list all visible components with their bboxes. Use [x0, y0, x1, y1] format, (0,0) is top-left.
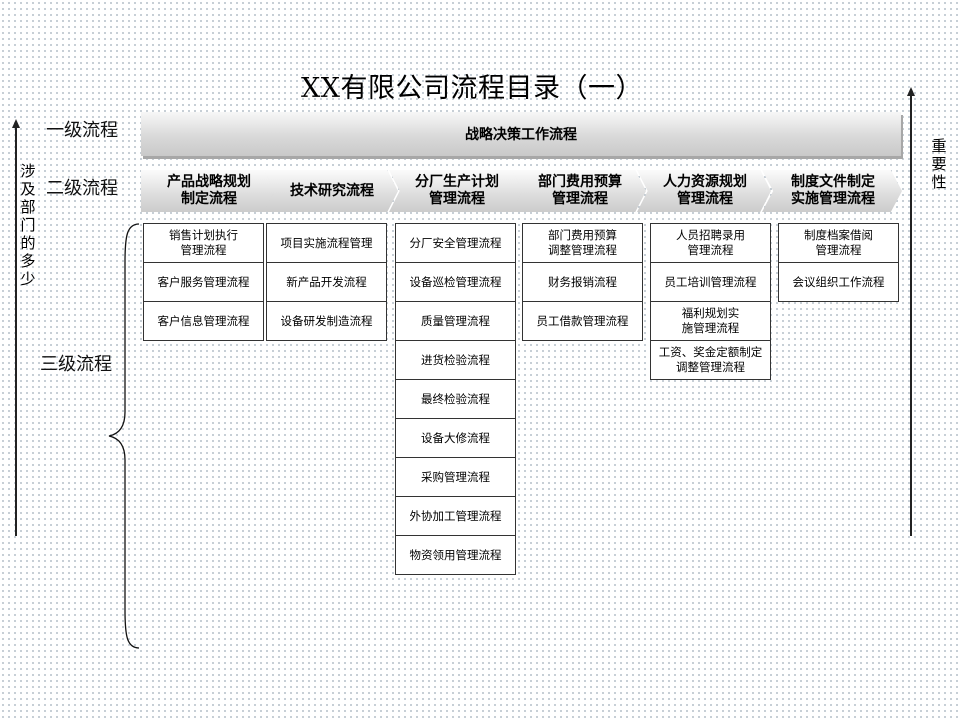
level2-process: 产品战略规划 制定流程	[141, 170, 275, 212]
level2-label: 二级流程	[46, 178, 118, 199]
level3-process-box: 分厂安全管理流程	[395, 223, 516, 263]
level2-process-label: 分厂生产计划 管理流程	[415, 174, 499, 207]
level3-process-box: 项目实施流程管理	[266, 223, 387, 263]
level2-process: 部门费用预算 管理流程	[512, 170, 646, 212]
level3-column-5: 人员招聘录用 管理流程员工培训管理流程福利规划实 施管理流程工资、奖金定额制定 …	[650, 223, 771, 380]
level3-process-box: 客户服务管理流程	[143, 262, 264, 302]
level3-process-box: 采购管理流程	[395, 457, 516, 497]
level3-process-box: 会议组织工作流程	[778, 262, 899, 302]
level2-process-label: 技术研究流程	[290, 182, 374, 199]
level3-process-box: 制度档案借阅 管理流程	[778, 223, 899, 263]
level3-column-6: 制度档案借阅 管理流程会议组织工作流程	[778, 223, 899, 302]
level3-brace-icon	[108, 223, 140, 649]
level2-process: 人力资源规划 管理流程	[637, 170, 771, 212]
level3-process-box: 部门费用预算 调整管理流程	[522, 223, 643, 263]
level3-process-box: 财务报销流程	[522, 262, 643, 302]
level3-process-box: 员工借款管理流程	[522, 301, 643, 341]
level2-process-label: 部门费用预算 管理流程	[538, 174, 622, 207]
right-axis-line	[910, 94, 912, 536]
left-arrow-head-icon	[12, 119, 20, 128]
level2-process: 技术研究流程	[264, 170, 398, 212]
level3-process-box: 物资领用管理流程	[395, 535, 516, 575]
level3-process-box: 设备巡检管理流程	[395, 262, 516, 302]
level3-column-2: 项目实施流程管理新产品开发流程设备研发制造流程	[266, 223, 387, 341]
level2-process: 分厂生产计划 管理流程	[389, 170, 523, 212]
level2-process-label: 人力资源规划 管理流程	[663, 174, 747, 207]
level3-process-box: 客户信息管理流程	[143, 301, 264, 341]
level2-process-label: 产品战略规划 制定流程	[167, 174, 251, 207]
level3-label: 三级流程	[40, 354, 112, 375]
level3-process-box: 人员招聘录用 管理流程	[650, 223, 771, 263]
level3-column-4: 部门费用预算 调整管理流程财务报销流程员工借款管理流程	[522, 223, 643, 341]
level1-process-bar: 战略决策工作流程	[141, 112, 901, 156]
level3-process-box: 设备大修流程	[395, 418, 516, 458]
level3-process-box: 销售计划执行 管理流程	[143, 223, 264, 263]
level3-process-box: 外协加工管理流程	[395, 496, 516, 536]
level3-column-3: 分厂安全管理流程设备巡检管理流程质量管理流程进货检验流程最终检验流程设备大修流程…	[395, 223, 516, 575]
left-axis-label: 涉及部门的多少	[20, 162, 36, 288]
level3-process-box: 新产品开发流程	[266, 262, 387, 302]
left-axis-line	[15, 126, 17, 536]
level3-process-box: 最终检验流程	[395, 379, 516, 419]
level3-process-box: 员工培训管理流程	[650, 262, 771, 302]
page-title: XX有限公司流程目录（一）	[301, 73, 643, 104]
level2-process-label: 制度文件制定 实施管理流程	[791, 174, 875, 207]
level3-process-box: 福利规划实 施管理流程	[650, 301, 771, 341]
level1-label: 一级流程	[46, 120, 118, 141]
level3-process-box: 质量管理流程	[395, 301, 516, 341]
level3-process-box: 设备研发制造流程	[266, 301, 387, 341]
level2-process: 制度文件制定 实施管理流程	[762, 170, 902, 212]
level3-column-1: 销售计划执行 管理流程客户服务管理流程客户信息管理流程	[143, 223, 264, 341]
level3-process-box: 进货检验流程	[395, 340, 516, 380]
right-arrow-head-icon	[907, 87, 915, 96]
right-axis-label: 重要性	[931, 137, 947, 191]
level3-process-box: 工资、奖金定额制定 调整管理流程	[650, 340, 771, 380]
